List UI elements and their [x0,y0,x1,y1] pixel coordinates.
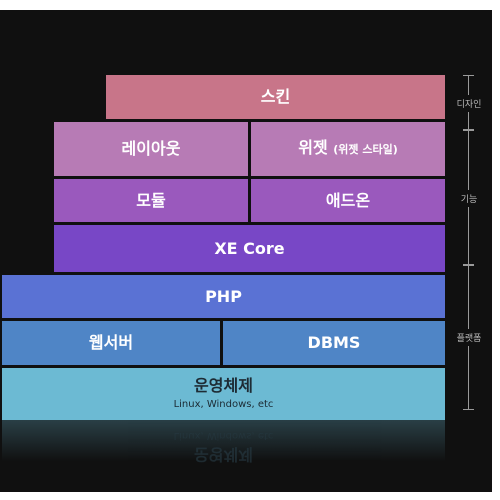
php-block: PHP [2,275,445,318]
os-sub-label: Linux, Windows, etc [173,399,274,410]
platform-bracket-bottom-cap [463,409,474,410]
function-bracket-bottom-cap [463,264,474,265]
module-label: 모듈 [136,190,166,210]
widget-label: 위젯 (위젯 스타일) [298,139,398,159]
design-bracket: 디자인 [454,75,484,130]
xe-core-block: XE Core [54,225,445,272]
design-bracket-bottom-cap [463,129,474,130]
layout-block: 레이아웃 [54,122,248,176]
widget-block: 위젯 (위젯 스타일) [251,122,445,176]
skin-label: 스킨 [260,87,291,106]
os-reflection-sub-label: Linux, Windows, etc [173,430,274,441]
addon-label: 애드온 [325,190,371,210]
platform-bracket-label: 플랫폼 [454,329,484,346]
layout-label: 레이아웃 [121,139,181,158]
module-block: 모듈 [54,179,248,222]
os-label: 운영체제 [194,376,253,395]
os-reflection: 운영체제 Linux, Windows, etc [2,420,445,472]
widget-note: (위젯 스타일) [333,143,398,156]
skin-block: 스킨 [106,75,445,119]
function-bracket: 기능 [454,130,484,265]
design-bracket-label: 디자인 [454,95,484,112]
addon-block: 애드온 [251,179,445,222]
function-bracket-label: 기능 [454,190,484,207]
dbms-label: DBMS [307,333,361,352]
diagram-frame: 스킨 레이아웃 위젯 (위젯 스타일) 모듈 애드온 XE Core PHP 웹… [0,10,492,492]
webserver-label: 웹서버 [88,333,134,352]
xe-core-label: XE Core [214,238,285,258]
os-block: 운영체제 Linux, Windows, etc [2,368,445,420]
dbms-block: DBMS [223,321,445,365]
php-label: PHP [205,286,242,306]
widget-title: 위젯 [298,138,328,157]
webserver-block: 웹서버 [2,321,220,365]
os-reflection-label: 운영체제 [194,445,253,464]
platform-bracket: 플랫폼 [454,265,484,410]
